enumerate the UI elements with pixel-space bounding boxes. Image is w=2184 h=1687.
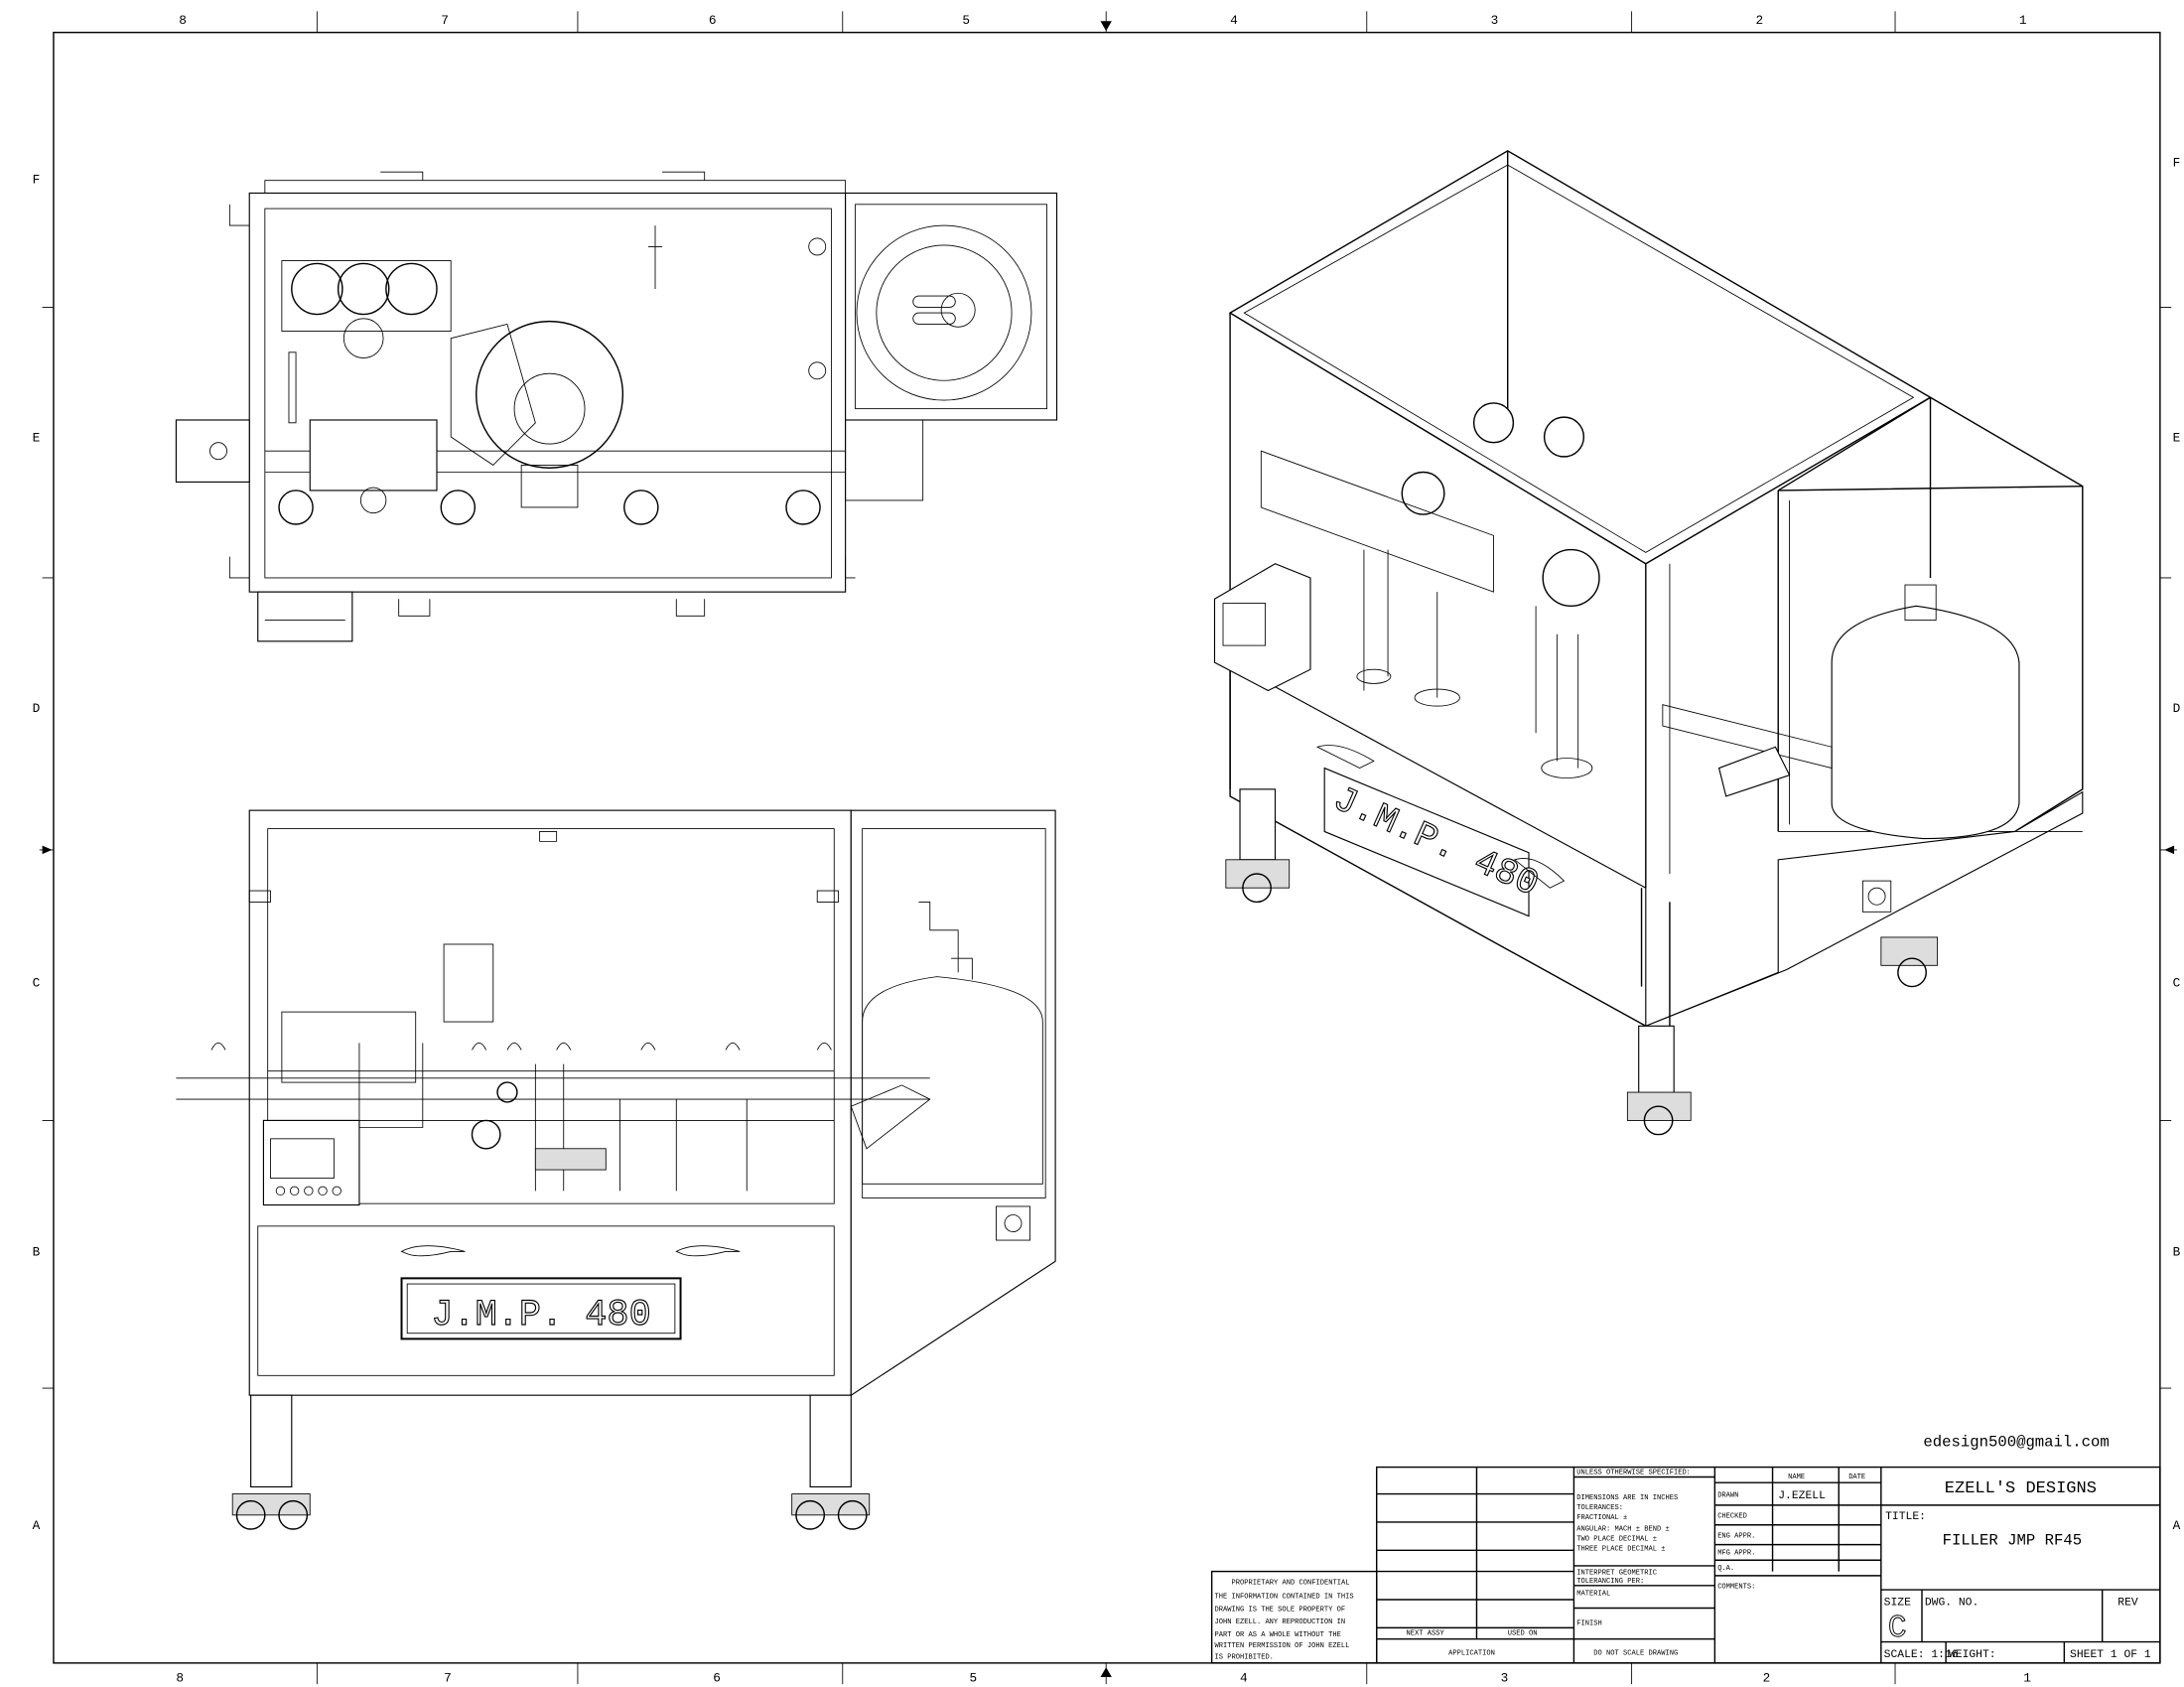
date-header: DATE — [1848, 1474, 1865, 1481]
contact-email: edesign500@gmail.com — [1923, 1433, 2109, 1451]
row-label: B — [33, 1245, 41, 1260]
column-label: 5 — [970, 1670, 978, 1685]
column-label: 4 — [1230, 13, 1238, 28]
row-label: E — [2173, 430, 2181, 445]
do-not-scale-label: DO NOT SCALE DRAWING — [1593, 1649, 1678, 1657]
column-label: 5 — [962, 13, 970, 28]
sheet-size: C — [1888, 1612, 1907, 1646]
column-label: 3 — [1501, 1670, 1509, 1685]
drawing-title: FILLER JMP RF45 — [1943, 1532, 2083, 1550]
top-view — [175, 171, 1058, 642]
title-label: TITLE: — [1885, 1511, 1926, 1523]
proprietary-line: DRAWING IS THE SOLE PROPERTY OF — [1214, 1606, 1345, 1614]
spec-line: TOLERANCES: — [1576, 1504, 1623, 1512]
row-label: C — [33, 976, 41, 991]
column-label: 3 — [1491, 13, 1499, 28]
mfg-appr-label: MFG APPR. — [1717, 1550, 1755, 1558]
application-label: APPLICATION — [1448, 1649, 1495, 1657]
column-label: 1 — [2023, 1670, 2031, 1685]
column-label: 2 — [1763, 1670, 1771, 1685]
interpret-label: INTERPRET GEOMETRIC — [1576, 1569, 1657, 1577]
column-label: 8 — [179, 13, 187, 28]
drawn-label: DRAWN — [1717, 1491, 1738, 1499]
column-label: 4 — [1240, 1670, 1248, 1685]
column-label: 7 — [441, 13, 449, 28]
row-label: A — [2173, 1518, 2181, 1533]
title-block-grid — [1210, 1466, 2161, 1664]
row-label: C — [2173, 976, 2181, 991]
row-labels-left: F E D C B A — [33, 173, 41, 1533]
proprietary-line: IS PROHIBITED. — [1214, 1654, 1273, 1662]
proprietary-heading: PROPRIETARY AND CONFIDENTIAL — [1232, 1579, 1350, 1587]
column-label: 7 — [444, 1670, 452, 1685]
name-header: NAME — [1788, 1474, 1805, 1481]
front-view: J.M.P. 480 — [176, 809, 1056, 1530]
sheet-number: SHEET 1 OF 1 — [2070, 1649, 2151, 1661]
drawn-by-name: J.EZELL — [1778, 1490, 1826, 1502]
company-name: EZELL'S DESIGNS — [1945, 1479, 2097, 1498]
qa-label: Q.A. — [1717, 1565, 1734, 1573]
unless-specified-label: UNLESS OTHERWISE SPECIFIED: — [1576, 1470, 1691, 1477]
row-label: F — [33, 173, 41, 188]
column-label: 6 — [713, 1670, 721, 1685]
row-label: E — [33, 430, 41, 445]
row-labels-right: F E D C B A — [2173, 156, 2181, 1534]
comments-label: COMMENTS: — [1717, 1584, 1755, 1592]
eng-appr-label: ENG APPR. — [1717, 1533, 1755, 1541]
spec-line: DIMENSIONS ARE IN INCHES — [1576, 1494, 1678, 1502]
material-label: MATERIAL — [1576, 1591, 1610, 1599]
weight-label: WEIGHT: — [1949, 1649, 1996, 1661]
next-assy-label: NEXT ASSY — [1407, 1629, 1445, 1637]
proprietary-line: PART OR AS A WHOLE WITHOUT THE — [1214, 1631, 1340, 1639]
column-label: 8 — [176, 1670, 184, 1685]
used-on-label: USED ON — [1508, 1629, 1538, 1637]
spec-line: THREE PLACE DECIMAL ± — [1576, 1545, 1665, 1553]
row-label: D — [2173, 701, 2181, 716]
front-model-plate: J.M.P. 480 — [431, 1295, 650, 1336]
row-label: A — [33, 1518, 41, 1533]
column-label: 1 — [2019, 13, 2027, 28]
spec-line: FRACTIONAL ± — [1576, 1514, 1627, 1522]
spec-line: TWO PLACE DECIMAL ± — [1576, 1535, 1657, 1543]
finish-label: FINISH — [1576, 1620, 1602, 1628]
dwg-no-label: DWG. NO. — [1925, 1598, 1979, 1610]
row-label: F — [2173, 156, 2181, 171]
row-label: B — [2173, 1245, 2181, 1260]
tolerancing-label: TOLERANCING PER: — [1576, 1578, 1644, 1586]
proprietary-line: JOHN EZELL. ANY REPRODUCTION IN — [1214, 1618, 1345, 1626]
scale-value: SCALE: 1:16 — [1884, 1649, 1959, 1661]
row-label: D — [33, 701, 41, 716]
sheet-border — [53, 31, 2161, 1664]
rev-label: REV — [2117, 1598, 2138, 1610]
column-label: 6 — [709, 13, 717, 28]
title-block: PROPRIETARY AND CONFIDENTIAL THE INFORMA… — [1210, 1466, 2161, 1664]
zone-ticks — [42, 11, 2172, 1685]
spec-line: ANGULAR: MACH ± BEND ± — [1576, 1525, 1669, 1533]
proprietary-line: THE INFORMATION CONTAINED IN THIS — [1214, 1594, 1353, 1602]
size-label: SIZE — [1884, 1598, 1911, 1610]
checked-label: CHECKED — [1717, 1513, 1747, 1521]
column-labels-bottom: 8 7 6 5 4 3 2 1 — [176, 1670, 2031, 1685]
column-label: 2 — [1756, 13, 1764, 28]
centering-arrows — [39, 11, 2177, 1685]
column-labels-top: 8 7 6 5 4 3 2 1 — [179, 13, 2027, 28]
proprietary-line: WRITTEN PERMISSION OF JOHN EZELL — [1214, 1642, 1349, 1650]
